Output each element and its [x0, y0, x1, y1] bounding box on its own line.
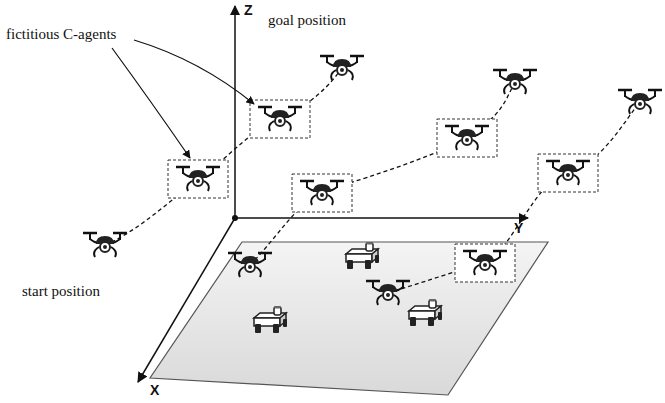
ground-robot [409, 299, 442, 327]
z-axis [234, 6, 236, 218]
ground-robot [254, 306, 287, 334]
drone-fictitious [445, 126, 489, 150]
annotation-label: start position [22, 283, 100, 300]
leader-arrow [134, 40, 254, 104]
axis-label: Z [244, 2, 253, 18]
drone-fictitious [300, 181, 344, 205]
origin-dot [232, 215, 238, 221]
drone-fictitious [463, 251, 507, 275]
trajectory [105, 68, 342, 245]
drone-goal [618, 90, 662, 114]
axis-label: Y [514, 220, 523, 236]
drone-goal [493, 70, 537, 94]
agent-box [437, 119, 497, 157]
trajectory [388, 102, 640, 293]
drone-start [228, 253, 272, 277]
drone-start [366, 281, 410, 305]
drone-goal [320, 56, 364, 80]
agent-box [292, 174, 352, 212]
drone-fictitious [546, 161, 590, 185]
drone-fictitious [258, 107, 302, 131]
y-axis [235, 217, 528, 219]
ground-plane [150, 242, 548, 395]
annotation-label: goal position [268, 12, 346, 29]
x-axis [138, 218, 235, 382]
agent-box [168, 160, 228, 198]
agent-box [455, 244, 515, 282]
drone-start [83, 233, 127, 257]
agent-box [250, 100, 310, 138]
annotation-label: fictitious C-agents [6, 26, 116, 43]
leader-arrow [112, 48, 190, 158]
ground-robot [346, 242, 379, 270]
trajectory [250, 82, 515, 265]
axis-label: X [150, 382, 159, 398]
drone-fictitious [176, 167, 220, 191]
agent-box [538, 154, 598, 192]
